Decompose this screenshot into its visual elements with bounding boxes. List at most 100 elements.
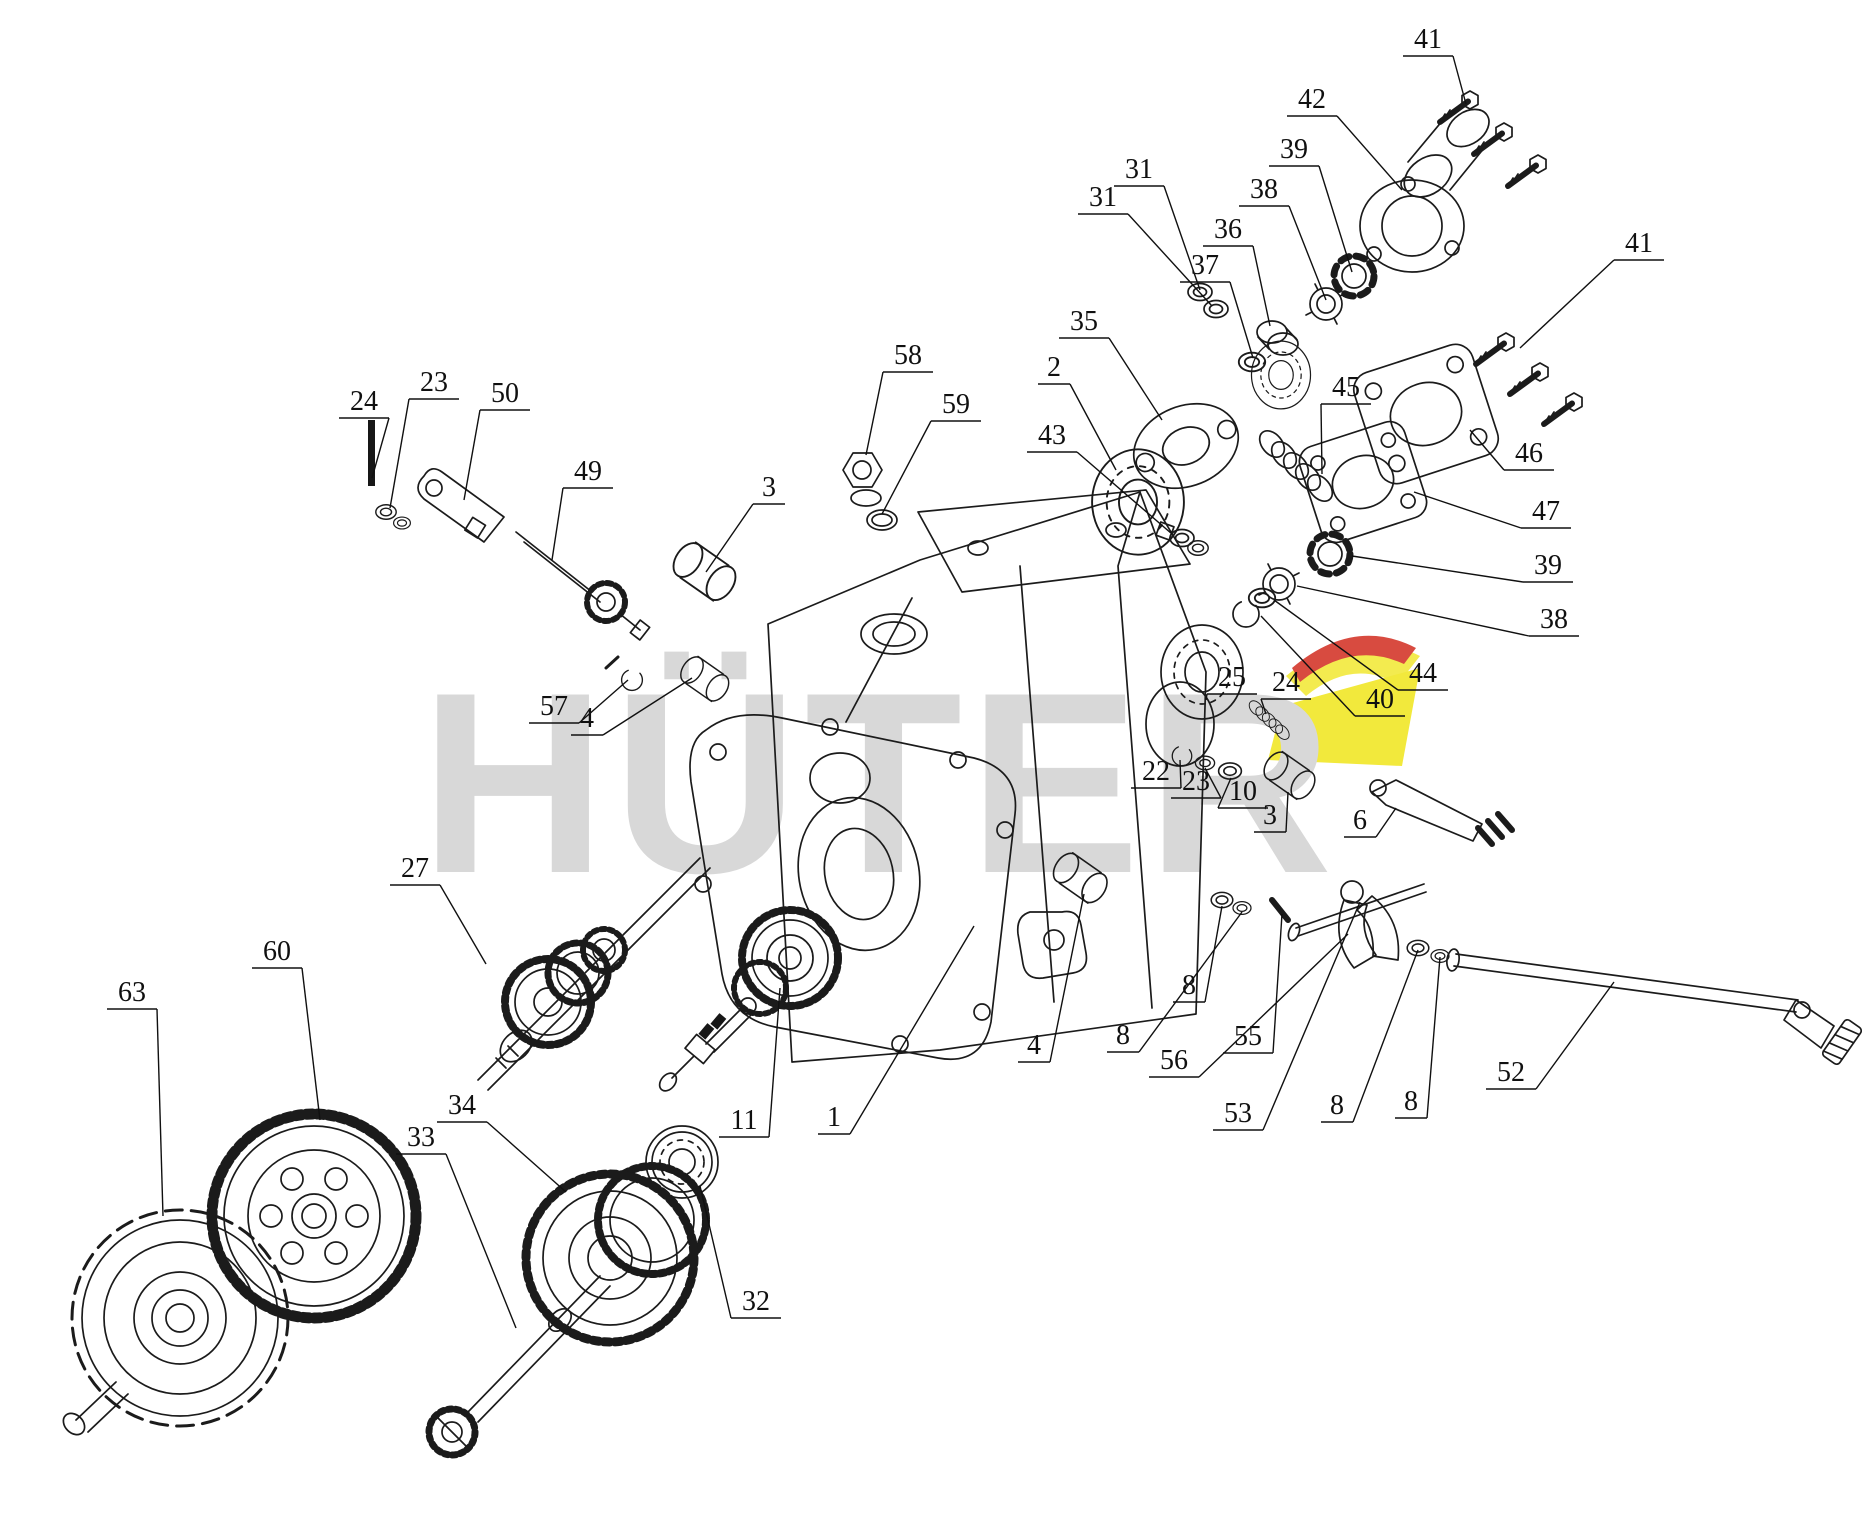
svg-text:58: 58 — [894, 340, 922, 371]
callout-25: 25 — [1205, 662, 1257, 701]
callout-3: 3 — [1254, 791, 1289, 833]
fork-shaft-53 — [1287, 883, 1427, 942]
callout-60: 60 — [252, 936, 321, 1121]
circlip-40 — [1232, 600, 1260, 628]
callout-31: 31 — [1114, 154, 1201, 291]
washer-31 — [1203, 299, 1229, 319]
callout-23: 23 — [1171, 766, 1222, 799]
callout-39: 39 — [1351, 550, 1573, 583]
logo-yellow-block — [1268, 668, 1420, 766]
svg-text:59: 59 — [942, 389, 970, 420]
svg-text:3: 3 — [762, 472, 776, 503]
gearbox-housing — [689, 489, 1215, 1063]
svg-text:6: 6 — [1353, 805, 1367, 836]
callout-34: 34 — [437, 1090, 567, 1193]
drain-plug-58 — [842, 452, 883, 507]
callout-2: 2 — [1038, 352, 1117, 471]
callout-43: 43 — [1027, 420, 1173, 535]
svg-text:43: 43 — [1038, 420, 1066, 451]
gearshift-shaft-52 — [1446, 948, 1863, 1066]
callout-32: 32 — [699, 1185, 781, 1319]
callout-8: 8 — [1173, 905, 1223, 1003]
svg-text:41: 41 — [1414, 24, 1442, 55]
washer-23 — [393, 516, 411, 530]
svg-text:35: 35 — [1070, 306, 1098, 337]
svg-text:33: 33 — [407, 1122, 435, 1153]
callout-31: 31 — [1078, 182, 1213, 307]
callout-4: 4 — [1018, 893, 1085, 1063]
callout-24: 24 — [1260, 667, 1311, 715]
svg-text:27: 27 — [401, 853, 429, 884]
bolt-41 — [1507, 155, 1546, 188]
lock-washer-38 — [1258, 563, 1300, 605]
svg-text:8: 8 — [1182, 970, 1196, 1001]
svg-text:8: 8 — [1116, 1020, 1130, 1051]
callout-58: 58 — [865, 340, 933, 456]
svg-text:8: 8 — [1330, 1090, 1344, 1121]
shaft-33 — [425, 1275, 611, 1459]
svg-text:34: 34 — [448, 1090, 476, 1121]
svg-text:63: 63 — [118, 977, 146, 1008]
svg-text:39: 39 — [1280, 134, 1308, 165]
callout-59: 59 — [881, 389, 981, 515]
callout-52: 52 — [1486, 981, 1615, 1090]
svg-text:24: 24 — [350, 386, 378, 417]
svg-text:42: 42 — [1298, 84, 1326, 115]
svg-text:4: 4 — [580, 703, 594, 734]
svg-text:41: 41 — [1625, 228, 1653, 259]
castle-nut-39 — [1334, 256, 1374, 296]
spacer-36 — [1256, 320, 1299, 356]
callout-8: 8 — [1107, 911, 1243, 1053]
svg-text:38: 38 — [1250, 174, 1278, 205]
gasket-plate-46 — [1352, 343, 1500, 485]
pin-57 — [604, 655, 620, 670]
logo-red-band — [1292, 635, 1416, 682]
svg-text:46: 46 — [1515, 438, 1543, 469]
callout-63: 63 — [107, 977, 164, 1217]
callout-8: 8 — [1395, 956, 1441, 1119]
washer-23 — [375, 504, 397, 520]
svg-text:53: 53 — [1224, 1098, 1252, 1129]
callout-3: 3 — [705, 472, 785, 573]
callout-38: 38 — [1239, 174, 1327, 301]
callout-23: 23 — [389, 367, 459, 509]
clutch-drum-60 — [206, 1108, 422, 1324]
svg-text:44: 44 — [1409, 658, 1437, 689]
callout-38: 38 — [1296, 585, 1579, 637]
callout-53: 53 — [1213, 901, 1361, 1131]
svg-text:32: 32 — [742, 1286, 770, 1317]
callout-44: 44 — [1273, 599, 1448, 691]
callout-41: 41 — [1403, 24, 1467, 105]
callout-40: 40 — [1260, 615, 1405, 717]
callout-11: 11 — [719, 987, 781, 1138]
bolt-41 — [1439, 91, 1478, 124]
castle-nut-39 — [1310, 534, 1350, 574]
washer-43 — [1187, 540, 1209, 556]
callout-37: 37 — [1180, 250, 1254, 359]
bolt-41 — [1543, 393, 1582, 426]
bolt-41 — [1509, 363, 1548, 396]
svg-text:38: 38 — [1540, 604, 1568, 635]
svg-text:37: 37 — [1191, 250, 1219, 281]
svg-text:10: 10 — [1229, 776, 1257, 807]
callout-35: 35 — [1059, 306, 1163, 421]
output-bearing-stack — [1091, 91, 1582, 720]
callout-36: 36 — [1203, 214, 1271, 327]
callout-1: 1 — [818, 925, 975, 1135]
callout-10: 10 — [1217, 776, 1268, 809]
svg-text:50: 50 — [491, 378, 519, 409]
counter-gear-11 — [658, 906, 842, 1092]
callout-45: 45 — [1320, 372, 1371, 475]
svg-text:4: 4 — [1027, 1030, 1041, 1061]
svg-text:39: 39 — [1534, 550, 1562, 581]
clutch-hub-63 — [62, 1208, 290, 1436]
callout-33: 33 — [396, 1122, 517, 1329]
callout-49: 49 — [551, 456, 613, 561]
svg-text:31: 31 — [1089, 182, 1117, 213]
bolt-41 — [1475, 333, 1514, 366]
shift-linkage — [1047, 847, 1863, 1066]
callout-46: 46 — [1469, 429, 1554, 471]
svg-text:47: 47 — [1532, 496, 1560, 527]
